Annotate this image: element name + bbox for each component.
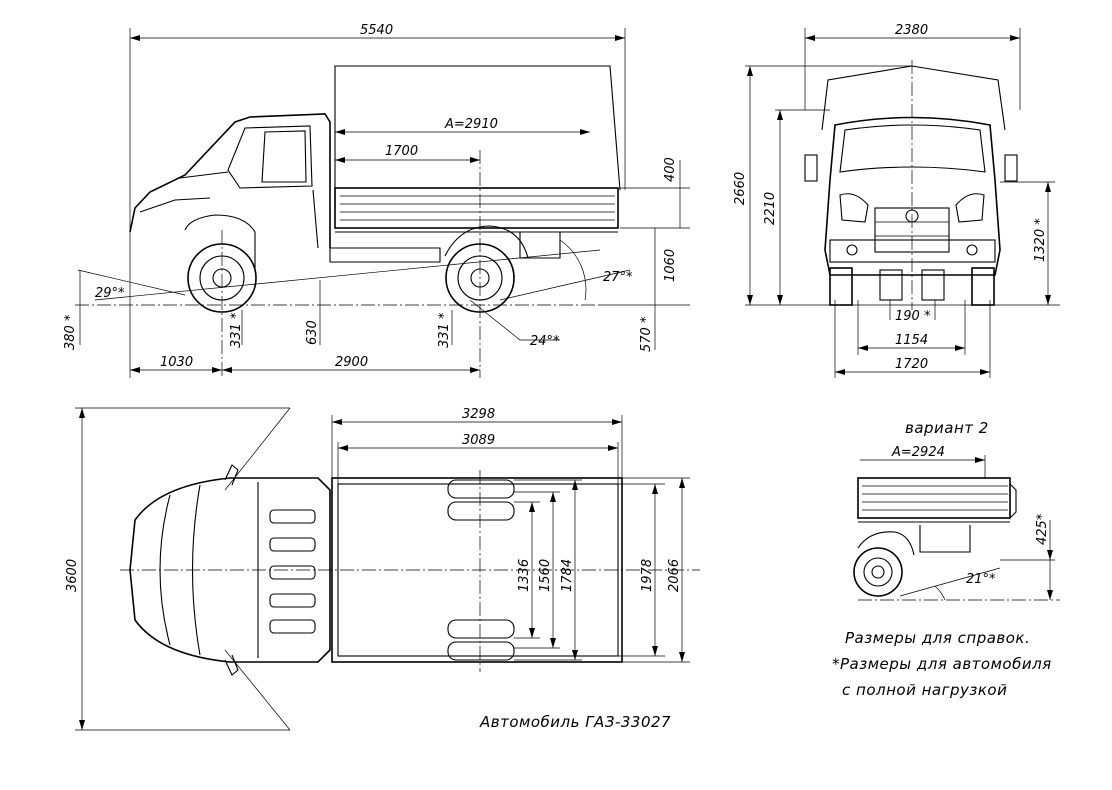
dim-min-clearance: 190 *: [895, 309, 931, 324]
variant-title: вариант 2: [905, 419, 989, 437]
dim-overall-length: 5540: [360, 23, 393, 38]
dim-overall-width: 2380: [895, 23, 928, 38]
side-view: 5540: [63, 23, 690, 378]
dim-1336: 1336: [517, 559, 532, 592]
variant-angle: 21°*: [966, 572, 996, 587]
dim-1784: 1784: [560, 559, 575, 592]
front-view: 2380 2660 2210: [733, 23, 1060, 378]
dim-front-track: 1720: [895, 357, 928, 372]
drawing-caption: Автомобиль ГАЗ-33027: [479, 713, 671, 731]
dim-front-overhang: 1030: [160, 355, 193, 370]
dim-side-height: 400: [663, 157, 678, 182]
dim-front-axle-clearance: 331 *: [229, 312, 244, 348]
dim-platform-height: 1060: [663, 249, 678, 282]
dim-turning-width: 3600: [65, 559, 80, 592]
dim-platform-height-front: 1320 *: [1033, 218, 1048, 262]
dim-front-clearance: 380 *: [63, 314, 78, 350]
dim-rear-axle-clearance: 331 *: [437, 312, 452, 348]
top-view: 3600 3298 3089: [65, 407, 700, 731]
dim-frame-clearance: 630: [305, 320, 320, 345]
notes: Размеры для справок. *Размеры для автомо…: [832, 629, 1052, 699]
dim-axle-offset: 1700: [385, 144, 418, 159]
variant-2: вариант 2 A=2924 425* 21°*: [853, 419, 1060, 601]
dim-1560: 1560: [538, 559, 553, 592]
dim-rear-clearance: 570 *: [639, 316, 654, 352]
dim-approach-angle: 29°*: [95, 286, 125, 301]
note-loaded-line1: *Размеры для автомобиля: [832, 655, 1052, 673]
note-loaded-line2: с полной нагрузкой: [842, 681, 1007, 699]
variant-wheelbase: A=2924: [891, 445, 945, 460]
dim-departure-angle: 27°*: [603, 270, 633, 285]
dim-body-length: A=2910: [444, 117, 498, 132]
dim-cab-height: 2210: [763, 192, 778, 225]
dim-body-outer-length: 3298: [462, 407, 495, 422]
dim-wheelbase: 2900: [335, 355, 368, 370]
variant-height: 425*: [1035, 513, 1050, 545]
dim-ramp-angle: 24°*: [530, 334, 560, 349]
dim-rear-track: 1154: [895, 333, 928, 348]
dim-body-outer-width: 2066: [667, 559, 682, 592]
note-reference: Размеры для справок.: [845, 629, 1030, 647]
dim-body-inner-width: 1978: [640, 559, 655, 592]
dim-body-inner-length: 3089: [462, 433, 495, 448]
dim-overall-height: 2660: [733, 172, 748, 205]
